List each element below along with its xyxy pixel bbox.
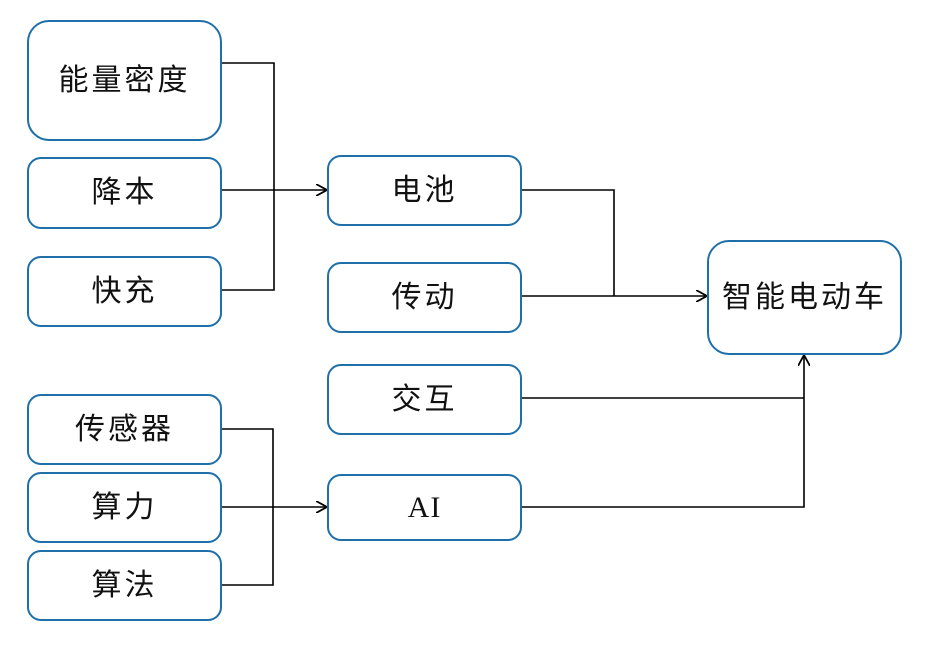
node-energy-density-label: 能量密度 [58, 62, 191, 98]
connector-algorithm [222, 507, 274, 586]
node-fast-charge: 快充 [27, 256, 222, 327]
connector-fast-charge [222, 190, 275, 291]
node-fast-charge-label: 快充 [91, 273, 158, 309]
node-battery: 电池 [327, 155, 522, 226]
node-algorithm: 算法 [27, 550, 222, 621]
node-cost-reduction-label: 降本 [91, 175, 158, 211]
node-interaction-label: 交互 [391, 381, 458, 417]
node-cost-reduction: 降本 [27, 157, 222, 229]
connector-battery-out [522, 189, 615, 296]
node-battery-label: 电池 [391, 172, 458, 208]
connector-energy-density [222, 62, 275, 190]
node-transmission: 传动 [327, 262, 522, 333]
node-compute-label: 算力 [91, 489, 158, 525]
arrow-ai-to-target [522, 356, 804, 508]
node-algorithm-label: 算法 [91, 567, 158, 603]
node-compute: 算力 [27, 472, 222, 543]
node-smart-ev-label: 智能电动车 [722, 279, 887, 315]
node-ai: AI [327, 474, 522, 541]
node-smart-ev: 智能电动车 [707, 240, 902, 355]
node-transmission-label: 传动 [391, 279, 458, 315]
node-sensor: 传感器 [27, 394, 222, 465]
node-energy-density: 能量密度 [27, 20, 222, 141]
connector-sensor [222, 428, 274, 507]
node-interaction: 交互 [327, 364, 522, 435]
node-ai-label: AI [407, 490, 442, 524]
node-sensor-label: 传感器 [75, 411, 174, 447]
